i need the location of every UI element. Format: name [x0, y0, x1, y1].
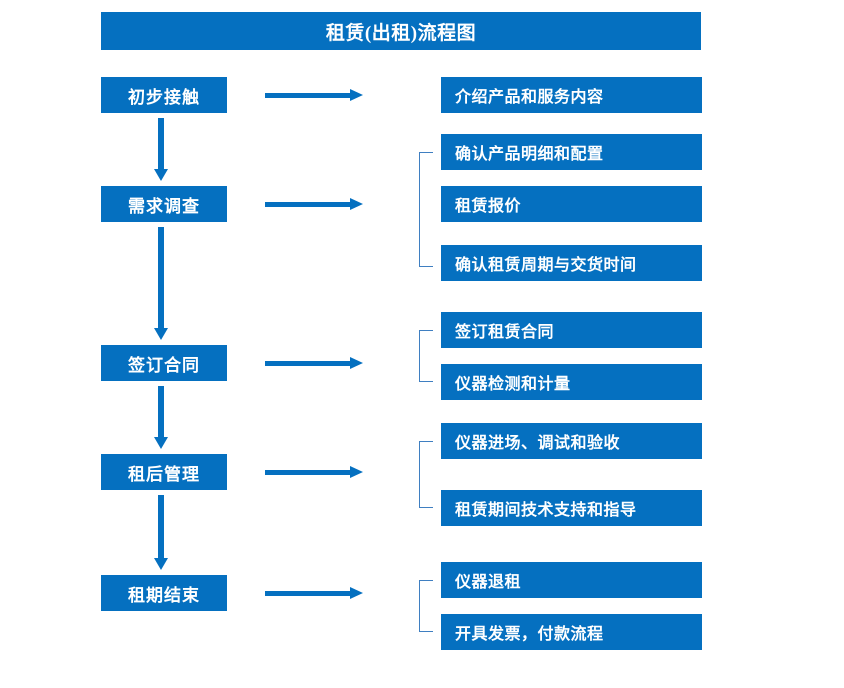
stage-box-5[interactable]: 租期结束 — [101, 575, 227, 611]
arrow-to-intro-icon — [265, 87, 363, 103]
arrow-shaft — [265, 93, 351, 98]
arrow-to-contract-icon — [265, 355, 363, 371]
arrow-survey-to-contract-icon — [153, 227, 169, 340]
page-title: 租赁(出租)流程图 — [101, 12, 701, 50]
detail-box-5[interactable]: 签订租赁合同 — [441, 312, 702, 348]
bracket-contract-group — [419, 330, 433, 382]
bracket-endlease-group — [419, 580, 433, 632]
arrow-aftercare-to-endlease-icon — [153, 495, 169, 570]
arrow-contact-to-survey-icon — [153, 118, 169, 181]
arrow-head — [154, 558, 168, 570]
arrow-shaft — [158, 118, 164, 170]
arrow-shaft — [265, 202, 351, 207]
stage-box-4[interactable]: 租后管理 — [101, 454, 227, 490]
detail-box-6[interactable]: 仪器检测和计量 — [441, 364, 702, 400]
arrow-head — [350, 89, 363, 101]
detail-box-2[interactable]: 确认产品明细和配置 — [441, 134, 702, 170]
arrow-head — [154, 437, 168, 449]
detail-box-4[interactable]: 确认租赁周期与交货时间 — [441, 245, 702, 281]
stage-box-2[interactable]: 需求调查 — [101, 186, 227, 222]
detail-box-7[interactable]: 仪器进场、调试和验收 — [441, 423, 702, 459]
stage-box-1[interactable]: 初步接触 — [101, 77, 227, 113]
arrow-shaft — [265, 470, 351, 475]
arrow-head — [154, 328, 168, 340]
arrow-head — [350, 587, 363, 599]
arrow-shaft — [158, 227, 164, 329]
arrow-to-aftercare-icon — [265, 464, 363, 480]
detail-box-1[interactable]: 介绍产品和服务内容 — [441, 77, 702, 113]
detail-box-3[interactable]: 租赁报价 — [441, 186, 702, 222]
detail-box-10[interactable]: 开具发票，付款流程 — [441, 614, 702, 650]
arrow-shaft — [158, 495, 164, 559]
arrow-to-requirements-icon — [265, 196, 363, 212]
arrow-head — [350, 357, 363, 369]
arrow-head — [154, 169, 168, 181]
bracket-requirements-group — [419, 152, 433, 267]
detail-box-8[interactable]: 租赁期间技术支持和指导 — [441, 490, 702, 526]
arrow-shaft — [158, 386, 164, 438]
bracket-aftercare-group — [419, 441, 433, 508]
arrow-shaft — [265, 591, 351, 596]
arrow-contract-to-aftercare-icon — [153, 386, 169, 449]
stage-box-3[interactable]: 签订合同 — [101, 345, 227, 381]
arrow-head — [350, 198, 363, 210]
detail-box-9[interactable]: 仪器退租 — [441, 562, 702, 598]
arrow-to-endlease-icon — [265, 585, 363, 601]
arrow-head — [350, 466, 363, 478]
arrow-shaft — [265, 361, 351, 366]
